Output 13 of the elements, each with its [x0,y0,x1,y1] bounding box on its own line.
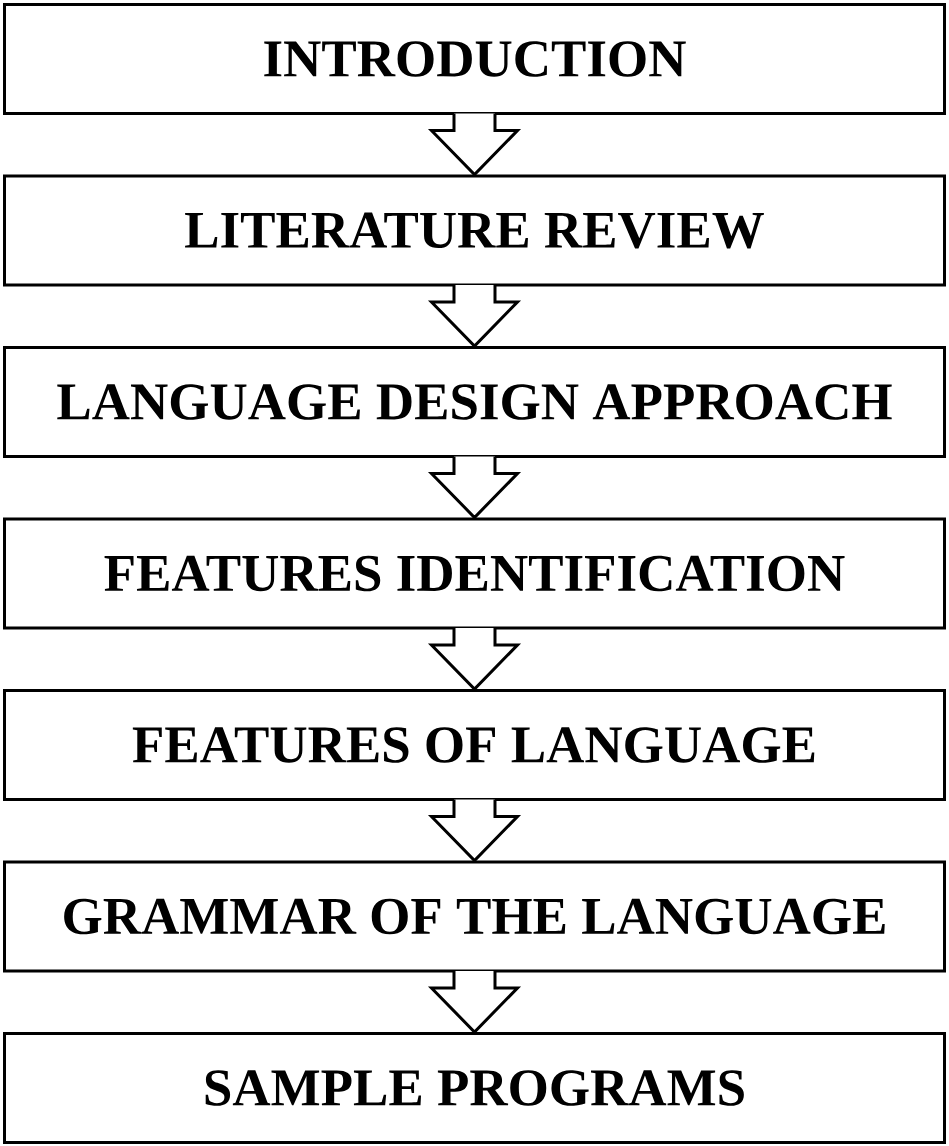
process-box: SAMPLE PROGRAMS [3,1032,946,1144]
process-box: FEATURES IDENTIFICATION [3,517,946,630]
process-box: INTRODUCTION [3,3,946,115]
block-arrow [427,969,522,1035]
process-box: GRAMMAR OF THE LANGUAGE [3,860,946,973]
block-arrow [427,798,522,863]
process-box: LITERATURE REVIEW [3,174,946,287]
process-box: FEATURES OF LANGUAGE [3,689,946,801]
block-arrow [427,626,522,692]
block-arrow [427,112,522,177]
process-box: LANGUAGE DESIGN APPROACH [3,346,946,458]
block-arrow [427,455,522,520]
block-arrow [427,283,522,349]
